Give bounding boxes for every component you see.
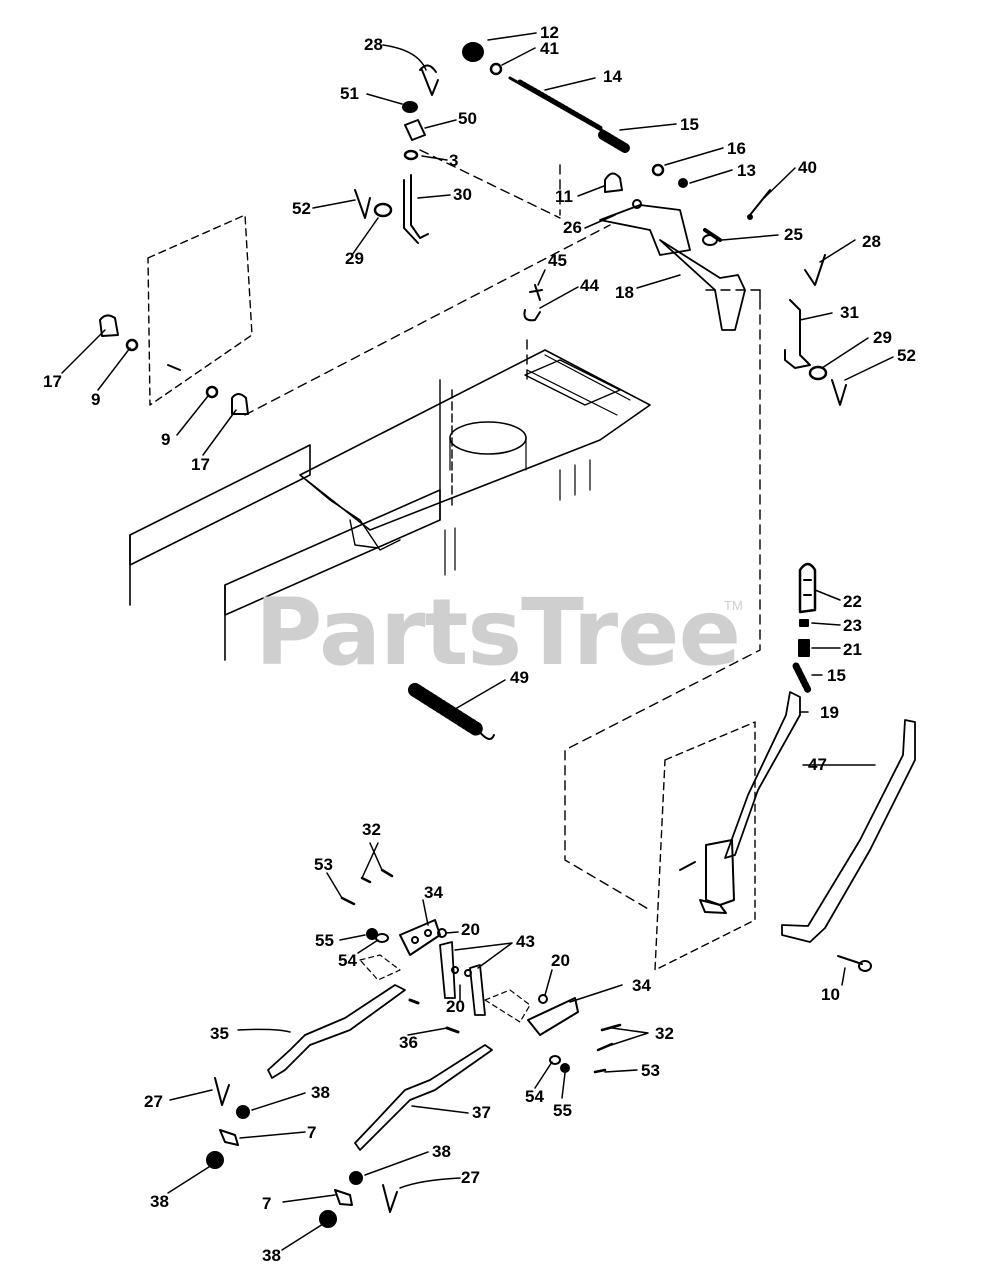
- callout-34: 34: [424, 883, 443, 902]
- callout-27: 27: [144, 1092, 163, 1111]
- callout-38: 38: [311, 1083, 330, 1102]
- callout-21: 21: [843, 640, 862, 659]
- callout-44: 44: [580, 276, 599, 295]
- callout-19: 19: [820, 703, 839, 722]
- callout-49: 49: [510, 668, 529, 687]
- callout-45: 45: [548, 251, 567, 270]
- callout-17: 17: [191, 455, 210, 474]
- callout-15: 15: [827, 666, 846, 685]
- callout-53: 53: [641, 1061, 660, 1080]
- callout-20: 20: [461, 920, 480, 939]
- callout-38: 38: [150, 1192, 169, 1211]
- callout-27: 27: [461, 1168, 480, 1187]
- upper-linkage-parts: [99, 42, 847, 415]
- callout-52: 52: [897, 346, 916, 365]
- callout-28: 28: [364, 35, 383, 54]
- callout-3: 3: [449, 151, 458, 170]
- callout-55: 55: [315, 931, 334, 950]
- callout-43: 43: [516, 932, 535, 951]
- lower-bracket-parts: [206, 868, 622, 1228]
- callout-41: 41: [540, 39, 559, 58]
- callout-50: 50: [458, 109, 477, 128]
- callout-32: 32: [362, 820, 381, 839]
- callout-10: 10: [821, 985, 840, 1004]
- callout-31: 31: [840, 303, 859, 322]
- callout-47: 47: [808, 755, 827, 774]
- callout-labels: 12 41 14 28 51 50 3 15 16 13 40 11 30 52…: [43, 23, 916, 1265]
- callout-28: 28: [862, 232, 881, 251]
- callout-12: 12: [540, 23, 559, 42]
- callout-38: 38: [262, 1246, 281, 1265]
- callout-29: 29: [345, 249, 364, 268]
- callout-54: 54: [338, 951, 357, 970]
- callout-34: 34: [632, 976, 651, 995]
- callout-20: 20: [551, 951, 570, 970]
- callout-29: 29: [873, 328, 892, 347]
- callout-23: 23: [843, 616, 862, 635]
- callout-30: 30: [453, 185, 472, 204]
- callout-20: 20: [446, 997, 465, 1016]
- callout-32: 32: [655, 1024, 674, 1043]
- callout-22: 22: [843, 592, 862, 611]
- callout-16: 16: [727, 139, 746, 158]
- callout-36: 36: [399, 1033, 418, 1052]
- callout-35: 35: [210, 1024, 229, 1043]
- callout-53: 53: [314, 855, 333, 874]
- partstree-watermark: PartsTree: [255, 579, 741, 686]
- frame-assembly: [129, 149, 761, 971]
- callout-15: 15: [680, 115, 699, 134]
- trademark-symbol: TM: [724, 598, 743, 613]
- callout-13: 13: [737, 161, 756, 180]
- callout-55: 55: [553, 1101, 572, 1120]
- callout-11: 11: [555, 187, 573, 206]
- callout-14: 14: [603, 67, 622, 86]
- callout-9: 9: [161, 430, 170, 449]
- callout-7: 7: [307, 1123, 316, 1142]
- callout-17: 17: [43, 372, 62, 391]
- callout-18: 18: [615, 283, 634, 302]
- lift-lever-parts: [408, 562, 916, 972]
- callout-51: 51: [340, 84, 359, 103]
- callout-7: 7: [262, 1194, 271, 1213]
- callout-38: 38: [432, 1142, 451, 1161]
- callout-25: 25: [784, 225, 803, 244]
- leader-lines: [61, 32, 894, 1251]
- callout-52: 52: [292, 199, 311, 218]
- callout-9: 9: [91, 390, 100, 409]
- callout-54: 54: [525, 1087, 544, 1106]
- callout-26: 26: [563, 218, 582, 237]
- callout-40: 40: [798, 158, 817, 177]
- callout-37: 37: [472, 1103, 491, 1122]
